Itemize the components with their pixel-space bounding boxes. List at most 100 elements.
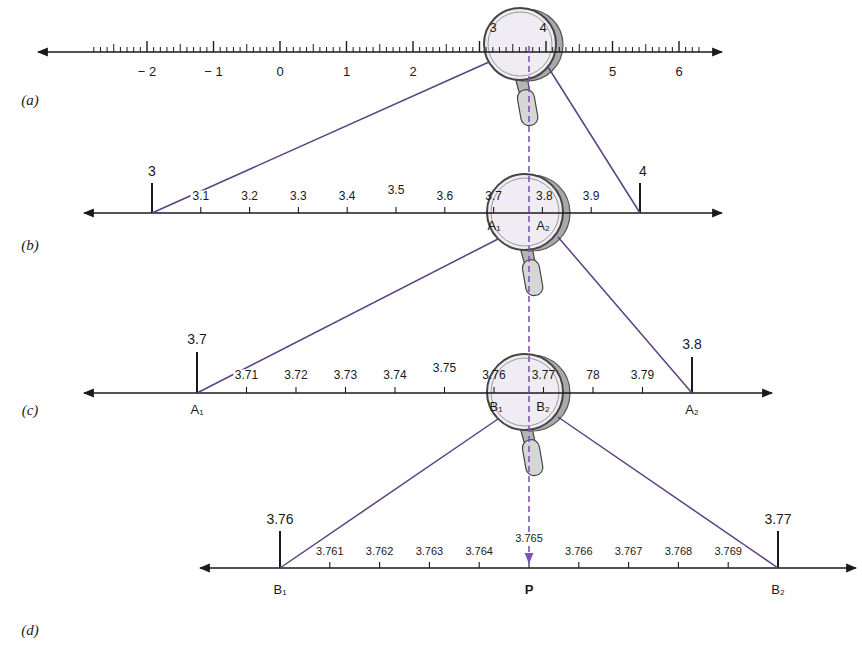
tick-mark [366, 47, 367, 52]
panel-label: (c) [20, 402, 41, 419]
tick-mark [591, 207, 592, 213]
point-label: A₁ [188, 403, 205, 417]
tick-mark [472, 47, 473, 52]
tick-mark [493, 207, 494, 213]
scale-number: 3 [487, 21, 498, 35]
tick-mark [279, 41, 280, 52]
scale-number: 2 [407, 65, 418, 79]
dashed-arrow [528, 46, 530, 563]
tick-mark [213, 41, 214, 52]
magnifying-glass [484, 8, 563, 127]
zoom-line [558, 417, 778, 568]
tick-mark [226, 47, 227, 52]
tick-mark [543, 387, 544, 393]
glass-lens [487, 354, 563, 430]
scale-number: 3.765 [513, 532, 545, 544]
scale-number: 3.6 [434, 190, 455, 203]
tick-mark [249, 207, 250, 213]
tick-mark [393, 47, 394, 52]
tick-mark [200, 47, 201, 52]
tick-mark [628, 562, 629, 568]
tick-mark [532, 47, 533, 52]
tick-mark [153, 47, 154, 52]
tick-mark [572, 47, 573, 52]
scale-number: 0 [274, 65, 285, 79]
scale-number: 3.768 [663, 545, 695, 557]
tick-mark [359, 47, 360, 52]
tick-mark [379, 44, 380, 52]
tick-mark [273, 47, 274, 52]
scale-number: 3 [146, 164, 158, 179]
tick-mark [578, 562, 579, 568]
tick-mark [559, 47, 560, 52]
tick-mark [419, 47, 420, 52]
glass-lens-ring [488, 12, 552, 76]
scale-number: 4 [637, 164, 649, 179]
tick-mark [429, 562, 430, 568]
zoom-line [152, 62, 489, 213]
number-line [200, 567, 856, 569]
tick-mark [140, 47, 141, 52]
tick-mark [565, 47, 566, 52]
zoom-line [280, 419, 498, 568]
tick-mark [466, 47, 467, 52]
tick-mark [412, 41, 413, 52]
scale-number: 3.72 [282, 369, 309, 382]
number-line [84, 392, 772, 394]
point-label: B₁ [487, 400, 504, 414]
tick-mark [100, 47, 101, 52]
tick-mark [246, 387, 247, 393]
panel-label: (a) [19, 92, 41, 109]
scale-number: 3.1 [190, 190, 211, 203]
tick-mark [632, 47, 633, 52]
scale-number: 3.769 [712, 545, 744, 557]
panel-label: (b) [19, 237, 41, 254]
tick-mark [625, 47, 626, 52]
scale-number: 3.3 [288, 190, 309, 203]
tick-mark [186, 47, 187, 52]
tick-mark [395, 207, 396, 213]
tick-mark [619, 47, 620, 52]
end-bar [691, 357, 693, 393]
tick-mark [345, 387, 346, 393]
tick-mark [240, 47, 241, 52]
tick-mark [339, 47, 340, 52]
tick-mark [394, 387, 395, 393]
point-label: A₁ [485, 219, 502, 233]
tick-mark [486, 47, 487, 52]
scale-number: 3.71 [233, 369, 260, 382]
panel-label: (d) [19, 622, 41, 639]
scale-number: 3.761 [314, 545, 346, 557]
tick-mark [526, 47, 527, 52]
tick-mark [592, 47, 593, 52]
tick-mark [333, 47, 334, 52]
tick-mark [652, 47, 653, 52]
tick-mark [479, 41, 480, 52]
scale-number: 3.2 [239, 190, 260, 203]
tick-mark [552, 47, 553, 52]
scale-number: 3.76 [480, 369, 507, 382]
scale-number: 3.75 [431, 362, 458, 375]
tick-mark [180, 44, 181, 52]
tick-mark [326, 47, 327, 52]
tick-mark [542, 207, 543, 213]
point-label: B₁ [271, 583, 288, 597]
scale-number: 5 [607, 65, 618, 79]
tick-mark [659, 47, 660, 52]
tick-mark [639, 47, 640, 52]
tick-mark [678, 41, 679, 52]
tick-mark [459, 47, 460, 52]
tick-mark [499, 47, 500, 52]
point-label: A₂ [534, 219, 552, 233]
tick-mark [406, 47, 407, 52]
tick-mark [107, 47, 108, 52]
scale-number: 3.8 [680, 337, 703, 352]
tick-mark [512, 44, 513, 52]
tick-mark [113, 44, 114, 52]
end-bar [279, 531, 281, 568]
tick-mark [319, 47, 320, 52]
tick-mark [426, 47, 427, 52]
scale-number: 3.7 [483, 190, 504, 203]
tick-mark [299, 47, 300, 52]
